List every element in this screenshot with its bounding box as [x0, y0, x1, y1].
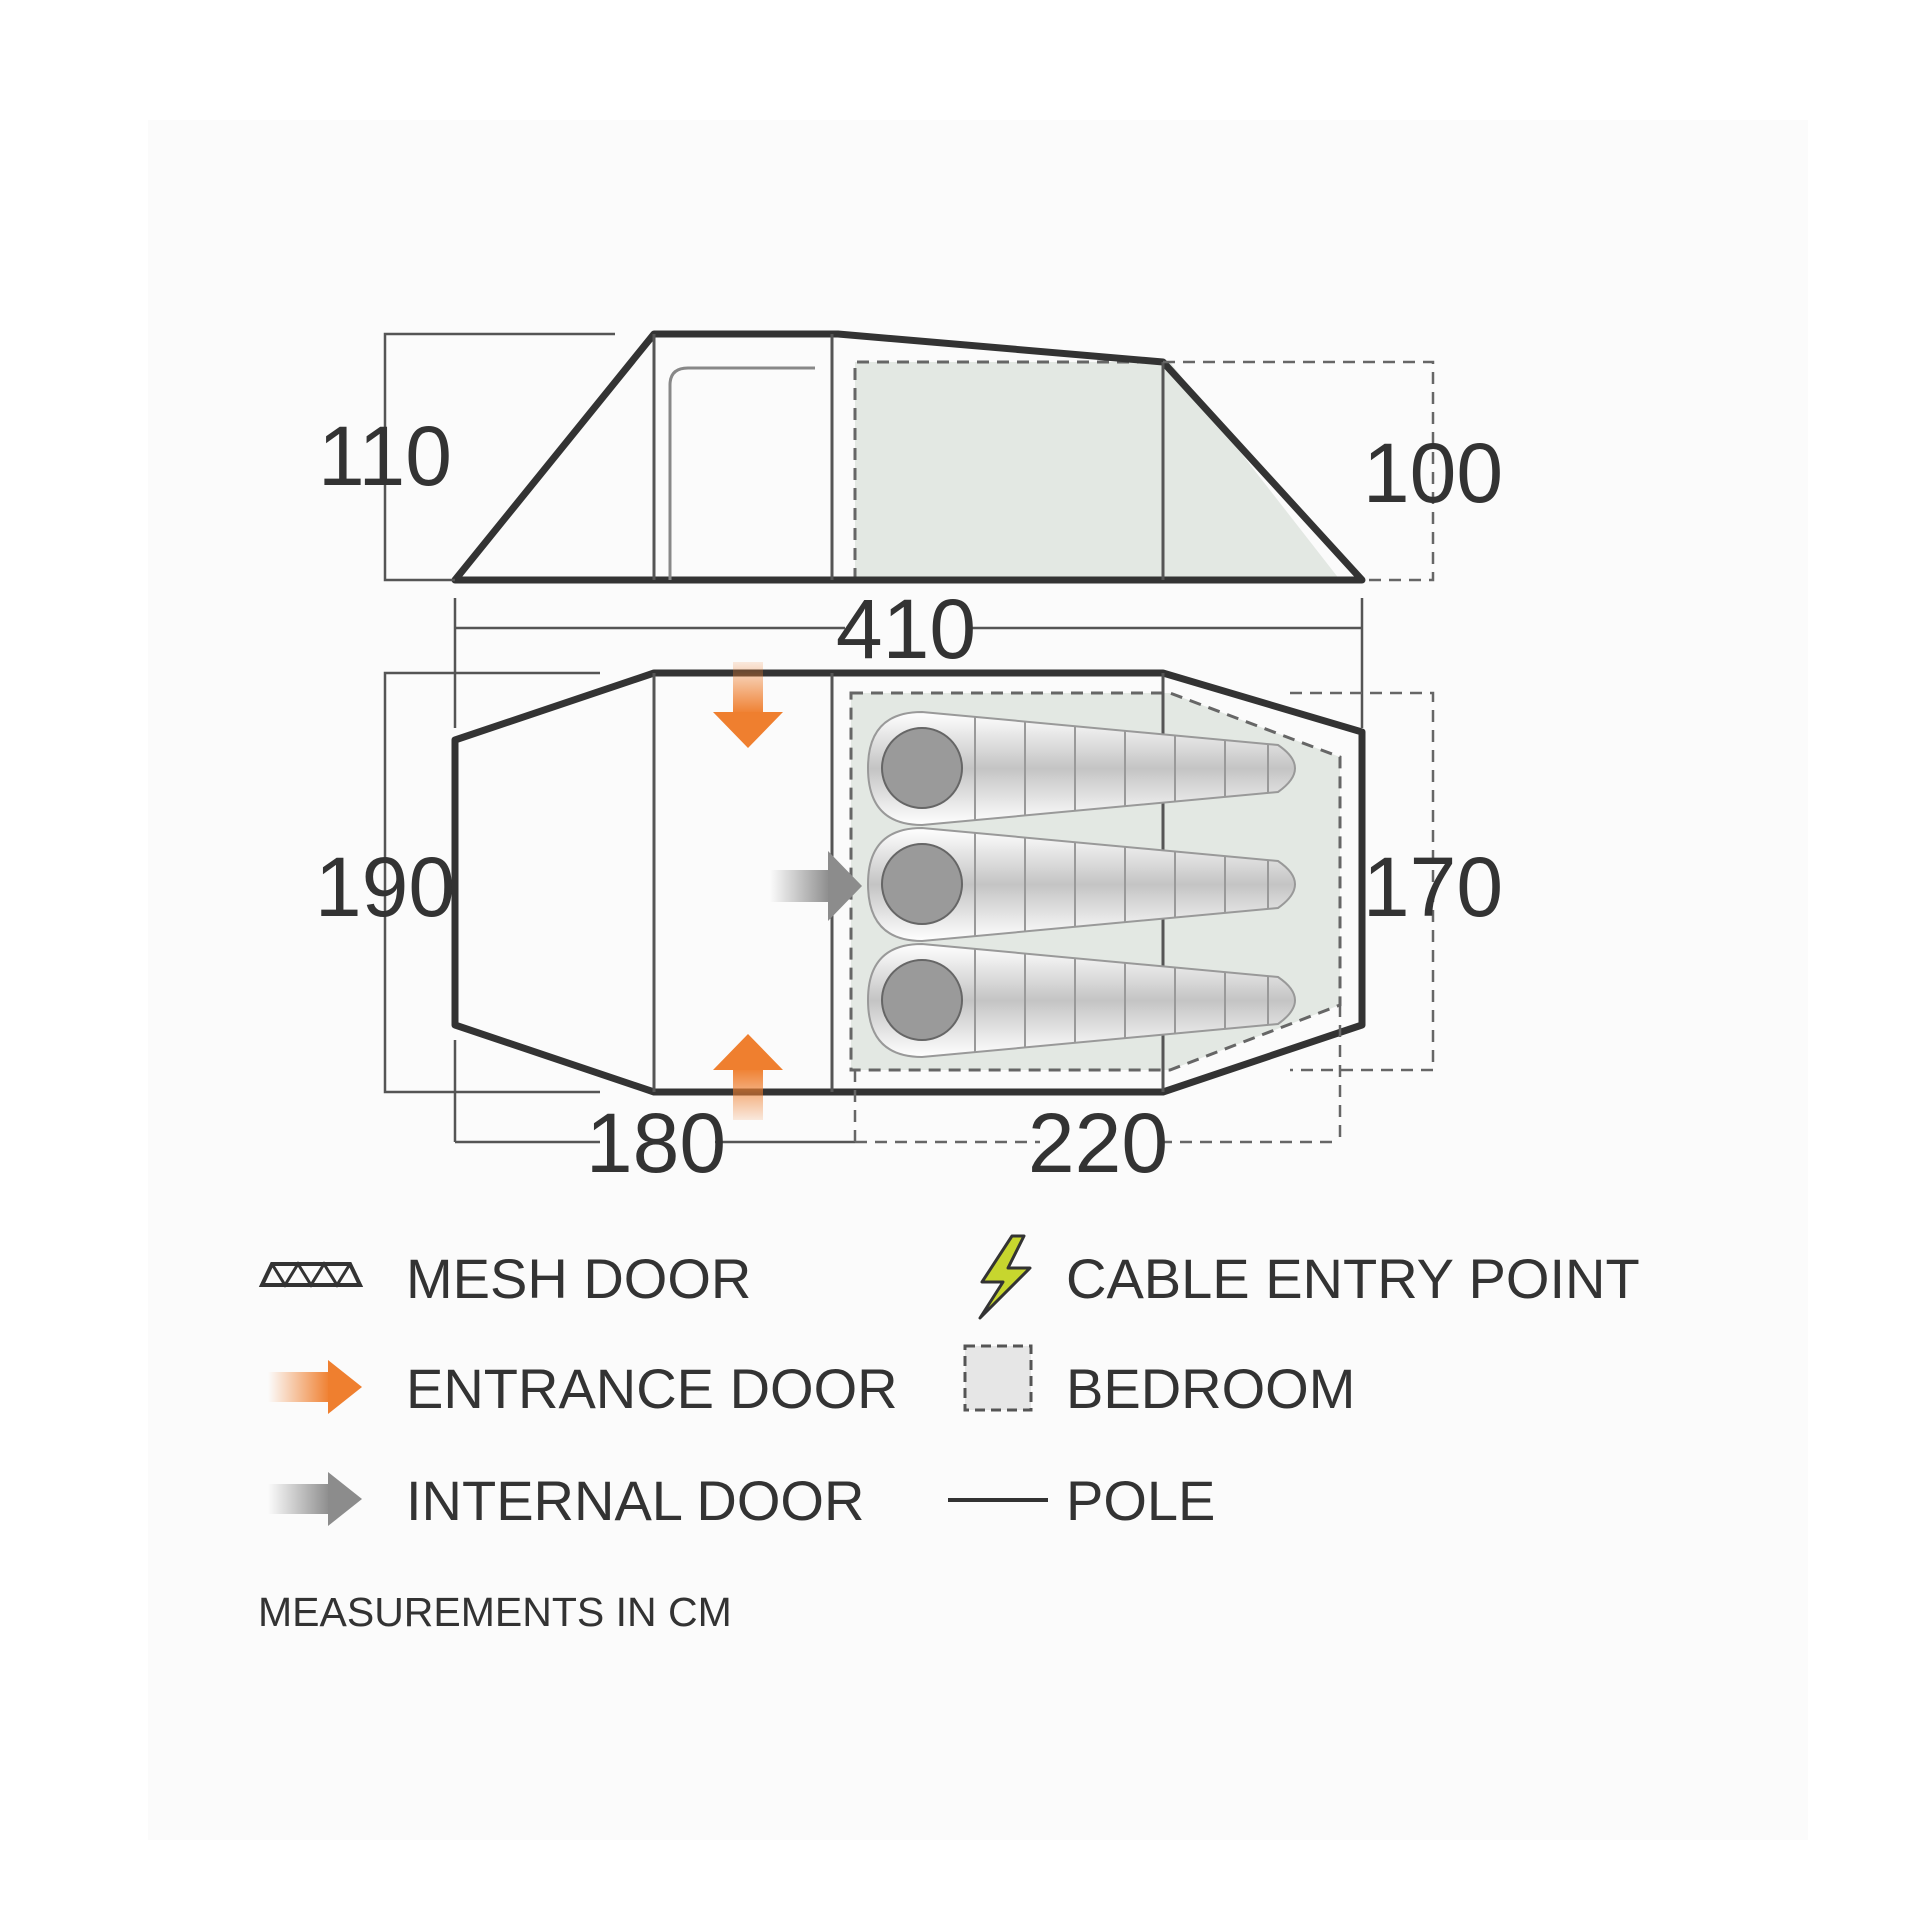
legend-pole: POLE — [1066, 1469, 1215, 1532]
sleeping-bag — [866, 942, 1296, 1059]
sleeping-bag-hood — [881, 843, 963, 925]
dim-label-180: 180 — [586, 1096, 726, 1190]
legend-internal-door: INTERNAL DOOR — [406, 1469, 864, 1532]
side-view: 110 100 — [318, 330, 1503, 584]
internal-door-arrow — [770, 851, 862, 921]
sleeping-bag-hood — [881, 959, 963, 1041]
sleeping-bag — [866, 710, 1296, 827]
sleeping-bag-hood — [881, 727, 963, 809]
dim-line-100 — [1163, 360, 1435, 582]
dim-line-110 — [383, 332, 615, 582]
dim-label-100: 100 — [1363, 426, 1503, 520]
overall-length-dimension: 410 — [453, 582, 1364, 728]
dim-label-170: 170 — [1363, 840, 1503, 934]
side-bedroom-fill — [855, 362, 1340, 580]
entrance-door-arrow-top — [713, 662, 783, 748]
legend-cable-entry-point: CABLE ENTRY POINT — [1066, 1247, 1640, 1310]
dim-label-190: 190 — [315, 840, 455, 934]
measurements-note: MEASUREMENTS IN CM — [258, 1589, 732, 1635]
entrance-door-arrow-bottom — [713, 1034, 783, 1120]
side-door-panel — [668, 366, 815, 580]
dim-line-170 — [1290, 691, 1435, 1072]
mesh-door-icon — [258, 1261, 364, 1288]
dim-label-410: 410 — [836, 582, 976, 676]
entrance-arrow-icon — [268, 1360, 362, 1414]
dim-line-190 — [383, 671, 600, 1094]
legend: MESH DOOR ENTRANCE DOOR INTERNAL DOOR CA… — [258, 1234, 1640, 1532]
lightning-bolt-icon — [978, 1234, 1032, 1320]
side-bedroom-outline — [853, 360, 1165, 580]
legend-mesh-door: MESH DOOR — [406, 1247, 751, 1310]
dim-label-220: 220 — [1028, 1096, 1168, 1190]
floor-plan: 190 170 180 220 — [315, 662, 1503, 1190]
dim-label-110: 110 — [318, 409, 452, 503]
bedroom-swatch-icon — [963, 1344, 1033, 1412]
side-tent-outline — [451, 330, 1366, 584]
floor-tent-outline — [451, 669, 1366, 1096]
internal-arrow-icon — [268, 1472, 362, 1526]
legend-bedroom: BEDROOM — [1066, 1357, 1355, 1420]
legend-entrance-door: ENTRANCE DOOR — [406, 1357, 898, 1420]
sleeping-bag — [866, 826, 1296, 943]
